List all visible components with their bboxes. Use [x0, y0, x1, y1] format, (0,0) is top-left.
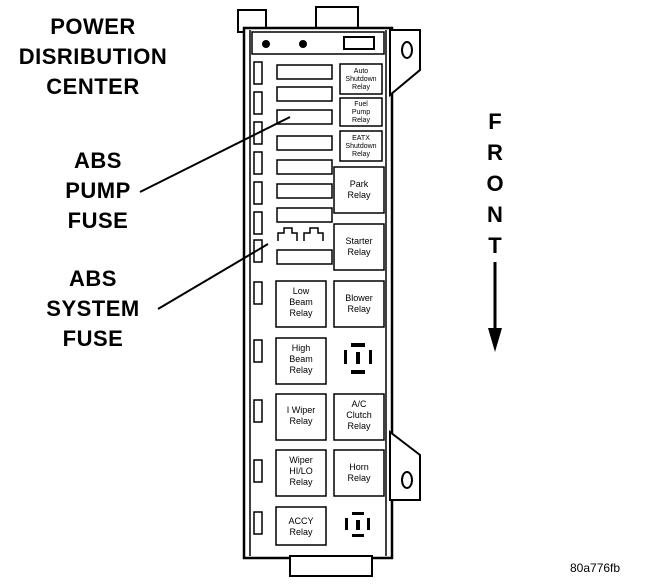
- terminal-left: [277, 227, 298, 241]
- relay-label-accy: ACCY: [288, 516, 313, 526]
- top-jumper: [343, 36, 375, 50]
- blower-relay: [333, 280, 385, 328]
- relay-label-accy: Relay: [289, 527, 313, 537]
- horn-relay: [333, 449, 385, 497]
- fuse-slot: [276, 207, 333, 223]
- relay-label-high-beam: Relay: [289, 365, 313, 375]
- ac-clutch-relay: [333, 393, 385, 441]
- relay-label-low-beam: Relay: [289, 308, 313, 318]
- relay-label-starter: Starter: [345, 236, 372, 246]
- relay-label-eatx-shutdown: Relay: [352, 151, 370, 158]
- fuse-slot: [276, 64, 333, 80]
- eatx-shutdown-relay: [339, 130, 383, 162]
- relay-label-eatx-shutdown: Shutdown: [345, 143, 376, 150]
- front-arrow-head: [488, 328, 502, 352]
- relay-label-blower: Relay: [347, 304, 371, 314]
- abs-pump-leader: [139, 116, 291, 193]
- low-beam-relay: [275, 280, 327, 328]
- relay-label-starter: Relay: [347, 247, 371, 257]
- relay-label-ac-clutch: A/C: [351, 399, 367, 409]
- relay-label-blower: Blower: [345, 293, 373, 303]
- relay-label-low-beam: Beam: [289, 297, 313, 307]
- fuse-slot: [276, 183, 333, 199]
- figure-id: 80a776fb: [570, 561, 621, 575]
- park-relay: [333, 166, 385, 214]
- relay-label-ac-clutch: Clutch: [346, 410, 372, 420]
- mount-ear-top: [389, 29, 421, 98]
- fuse-slot: [276, 135, 333, 151]
- relay-socket-symbol: [344, 343, 372, 374]
- relay-label-ac-clutch: Relay: [347, 421, 371, 431]
- relay-label-park: Park: [350, 179, 369, 189]
- relay-label-fuel-pump: Pump: [352, 109, 370, 116]
- screw-left: [262, 40, 270, 48]
- relay-label-fuel-pump: Fuel: [354, 101, 368, 108]
- relay-label-wiper-hilo: Wiper: [289, 455, 313, 465]
- relay-label-auto-shutdown: Relay: [352, 84, 370, 91]
- high-beam-relay: [275, 337, 327, 385]
- relay-label-horn: Horn: [349, 462, 369, 472]
- terminal-right: [303, 227, 324, 241]
- relay-label-low-beam: Low: [293, 286, 310, 296]
- relay-label-wiper: Relay: [289, 416, 313, 426]
- abs-system-leader: [157, 243, 269, 310]
- fuse-slot-abs-pump: [276, 109, 333, 125]
- relay-label-park: Relay: [347, 190, 371, 200]
- fuel-pump-relay: [339, 97, 383, 127]
- mount-hole-top: [401, 41, 413, 59]
- relay-label-auto-shutdown: Shutdown: [345, 76, 376, 83]
- relay-label-wiper-hilo: Relay: [289, 477, 313, 487]
- fuse-slot: [276, 86, 333, 102]
- relay-label-horn: Relay: [347, 473, 371, 483]
- relay-socket-symbol-lower: [345, 512, 370, 537]
- screw-center: [299, 40, 307, 48]
- accy-relay: [275, 506, 327, 546]
- relay-label-wiper: I Wiper: [287, 405, 316, 415]
- relay-label-eatx-shutdown: EATX: [352, 135, 370, 142]
- relay-label-wiper-hilo: HI/LO: [289, 466, 313, 476]
- mount-ear-bottom: [389, 429, 421, 501]
- fuse-slot-abs-system: [276, 249, 333, 265]
- relay-label-fuel-pump: Relay: [352, 117, 370, 124]
- wiper-relay: [275, 393, 327, 441]
- relay-label-high-beam: Beam: [289, 354, 313, 364]
- bottom-tab: [289, 555, 373, 577]
- wiper-hilo-relay: [275, 449, 327, 497]
- starter-relay: [333, 223, 385, 271]
- auto-shutdown-relay: [339, 63, 383, 95]
- relay-label-auto-shutdown: Auto: [354, 68, 369, 75]
- fuse-slot: [276, 159, 333, 175]
- relay-label-high-beam: High: [292, 343, 311, 353]
- mount-hole-bottom: [401, 471, 413, 489]
